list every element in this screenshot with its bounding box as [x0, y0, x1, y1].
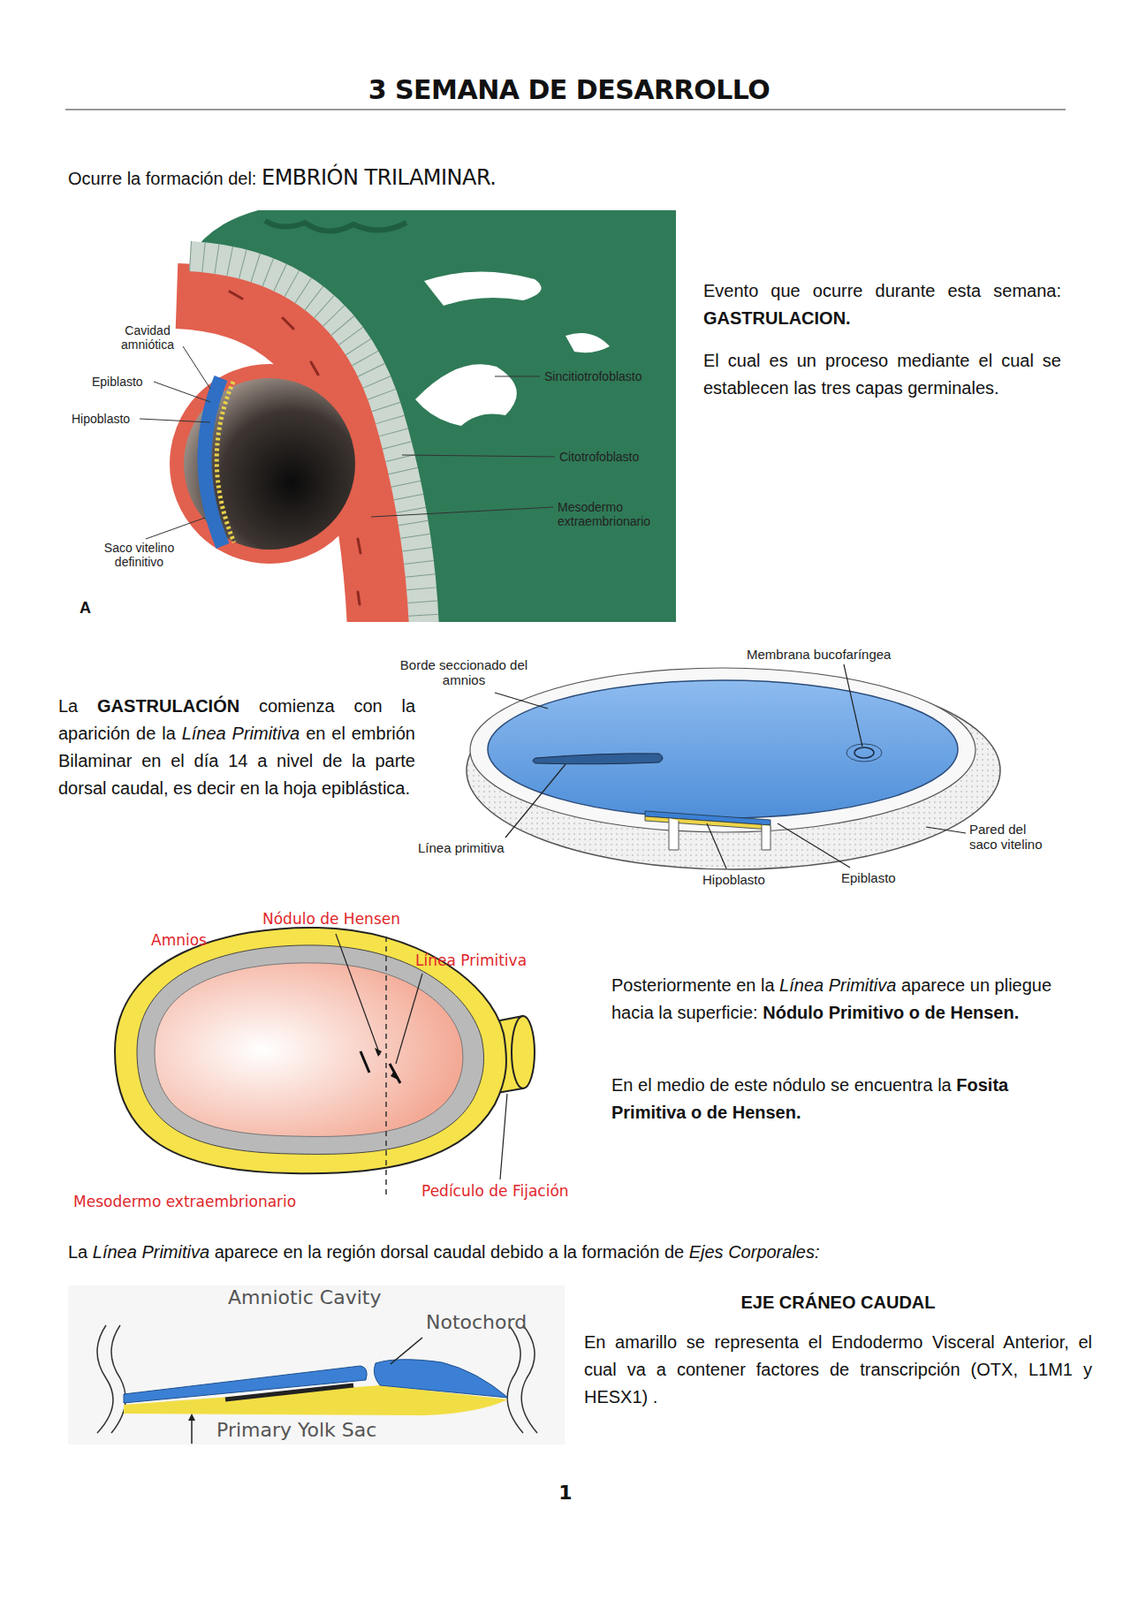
part-label-block: Amniotic Cavity: [227, 1286, 432, 1310]
part-label: Borde seccionado del amnios: [400, 657, 528, 688]
part-label: Línea primitiva: [417, 840, 505, 856]
page-number: 1: [558, 1481, 572, 1504]
part-label-block: Primary Yolk Sac: [216, 1419, 429, 1443]
body-paragraph: La: [58, 696, 78, 716]
body-paragraph: El cual es un proceso mediante el cual s…: [703, 350, 1062, 398]
part-label-block: Pared del saco vitelino: [969, 821, 1058, 852]
leader-lines: [494, 664, 966, 869]
part-label-block: Nódulo de Hensen: [262, 910, 422, 928]
intro-line-block: Ocurre la formación del: EMBRIÓN TRILAMI…: [68, 164, 952, 193]
part-label-block: Citotrofoblasto: [559, 449, 692, 464]
embryonic-disc-figure: [466, 667, 1001, 870]
leader-lines: [335, 933, 508, 1180]
primitive-streak-figure: [114, 927, 535, 1199]
intro-line: EMBRIÓN TRILAMINAR.: [261, 165, 496, 190]
part-label-block: Borde seccionado del amnios: [397, 657, 531, 688]
part-label: Citotrofoblasto: [559, 449, 639, 464]
part-label: Mesodermo extraembrionario: [557, 500, 651, 529]
part-label: Cavidad amniótica: [121, 323, 175, 352]
implantation-figure: [176, 210, 676, 623]
body-paragraph: Línea Primitiva: [779, 975, 896, 995]
part-label: Amniotic Cavity: [227, 1286, 381, 1309]
part-label-block: Hipoblasto: [702, 872, 809, 888]
part-label-block: Epiblasto: [91, 374, 172, 389]
part-label: Notochord: [425, 1311, 527, 1334]
part-label-block: Mesodermo extraembrionario: [557, 500, 682, 529]
body-paragraph-block: El cual es un proceso mediante el cual s…: [703, 347, 1062, 403]
body-paragraph-block: En amarillo se representa el Endodermo V…: [584, 1328, 1093, 1412]
body-paragraph: aparece en la región dorsal caudal debid…: [214, 1242, 684, 1262]
body-paragraph-block: La GASTRULACIÓN comienza con la aparició…: [58, 692, 416, 803]
part-label-block: Amnios: [151, 931, 240, 949]
part-label: Línea Primitiva: [415, 951, 527, 970]
body-paragraph-block: Evento que ocurre durante esta semana: G…: [703, 277, 1062, 333]
intro-line: Ocurre la formación del:: [68, 168, 257, 189]
part-label: Membrana bucofaríngea: [746, 646, 891, 662]
part-label-block: Hipoblasto: [71, 411, 152, 426]
part-label: Hipoblasto: [702, 872, 766, 888]
part-label-block: Sincitiotrofoblasto: [544, 369, 695, 384]
figure-letter-block: A: [79, 599, 107, 617]
body-paragraph: Nódulo Primitivo o de Hensen.: [762, 1002, 1019, 1023]
part-label: Pared del saco vitelino: [969, 821, 1043, 852]
part-label: Epiblasto: [841, 870, 896, 886]
cranio-caudal-axis-figure: [68, 1285, 565, 1445]
page-title: 3 SEMANA DE DESARROLLO: [368, 74, 771, 106]
section-heading: EJE CRÁNEO CAUDAL: [740, 1292, 935, 1313]
part-label-block: Notochord: [425, 1311, 559, 1335]
title-rule: [65, 108, 1066, 110]
part-label: Pedículo de Fijación: [421, 1182, 570, 1200]
page-number-block: 1: [547, 1480, 584, 1506]
body-paragraph: GASTRULACION.: [703, 308, 851, 328]
body-paragraph: La: [68, 1242, 88, 1262]
part-label-block: Membrana bucofaríngea: [746, 646, 942, 662]
part-label-block: Línea primitiva: [417, 840, 551, 856]
leader-lines: [139, 346, 555, 539]
part-label: Nódulo de Hensen: [262, 910, 401, 928]
body-paragraph: Posteriormente en la: [611, 975, 775, 995]
part-label: Primary Yolk Sac: [216, 1419, 377, 1442]
part-label-block: Mesodermo extraembrionario: [73, 1192, 339, 1211]
figure-letter: A: [79, 599, 92, 617]
body-paragraph: GASTRULACIÓN: [97, 696, 240, 716]
body-paragraph: Ejes Corporales:: [689, 1242, 820, 1262]
body-paragraph-block: La Línea Primitiva aparece en la región …: [68, 1238, 1085, 1267]
part-label-block: Epiblasto: [841, 870, 930, 886]
part-label: Amnios: [151, 931, 207, 949]
part-label: Saco vitelino definitivo: [104, 540, 175, 570]
body-paragraph: En amarillo se representa el Endodermo V…: [584, 1332, 1093, 1407]
part-label-block: Saco vitelino definitivo: [92, 540, 186, 570]
part-label: Hipoblasto: [71, 411, 130, 426]
part-label-block: Pedículo de Fijación: [421, 1182, 608, 1200]
body-paragraph-block: En el medio de este nódulo se encuentra …: [611, 1071, 1063, 1127]
body-paragraph: En el medio de este nódulo se encuentra …: [611, 1075, 952, 1095]
part-label: Mesodermo extraembrionario: [73, 1192, 297, 1211]
section-heading-block: EJE CRÁNEO CAUDAL: [584, 1290, 1093, 1315]
part-label-block: Línea Primitiva: [415, 951, 575, 970]
part-label-block: Cavidad amniótica: [112, 323, 183, 352]
body-paragraph: Evento que ocurre durante esta semana:: [703, 280, 1062, 301]
body-paragraph-block: Posteriormente en la Línea Primitiva apa…: [611, 971, 1063, 1027]
page-title-block: 3 SEMANA DE DESARROLLO: [3, 72, 1131, 108]
body-paragraph: Línea Primitiva: [182, 723, 301, 744]
part-label: Epiblasto: [91, 374, 144, 389]
part-label: Sincitiotrofoblasto: [544, 369, 643, 384]
body-paragraph: Línea Primitiva: [92, 1242, 210, 1262]
